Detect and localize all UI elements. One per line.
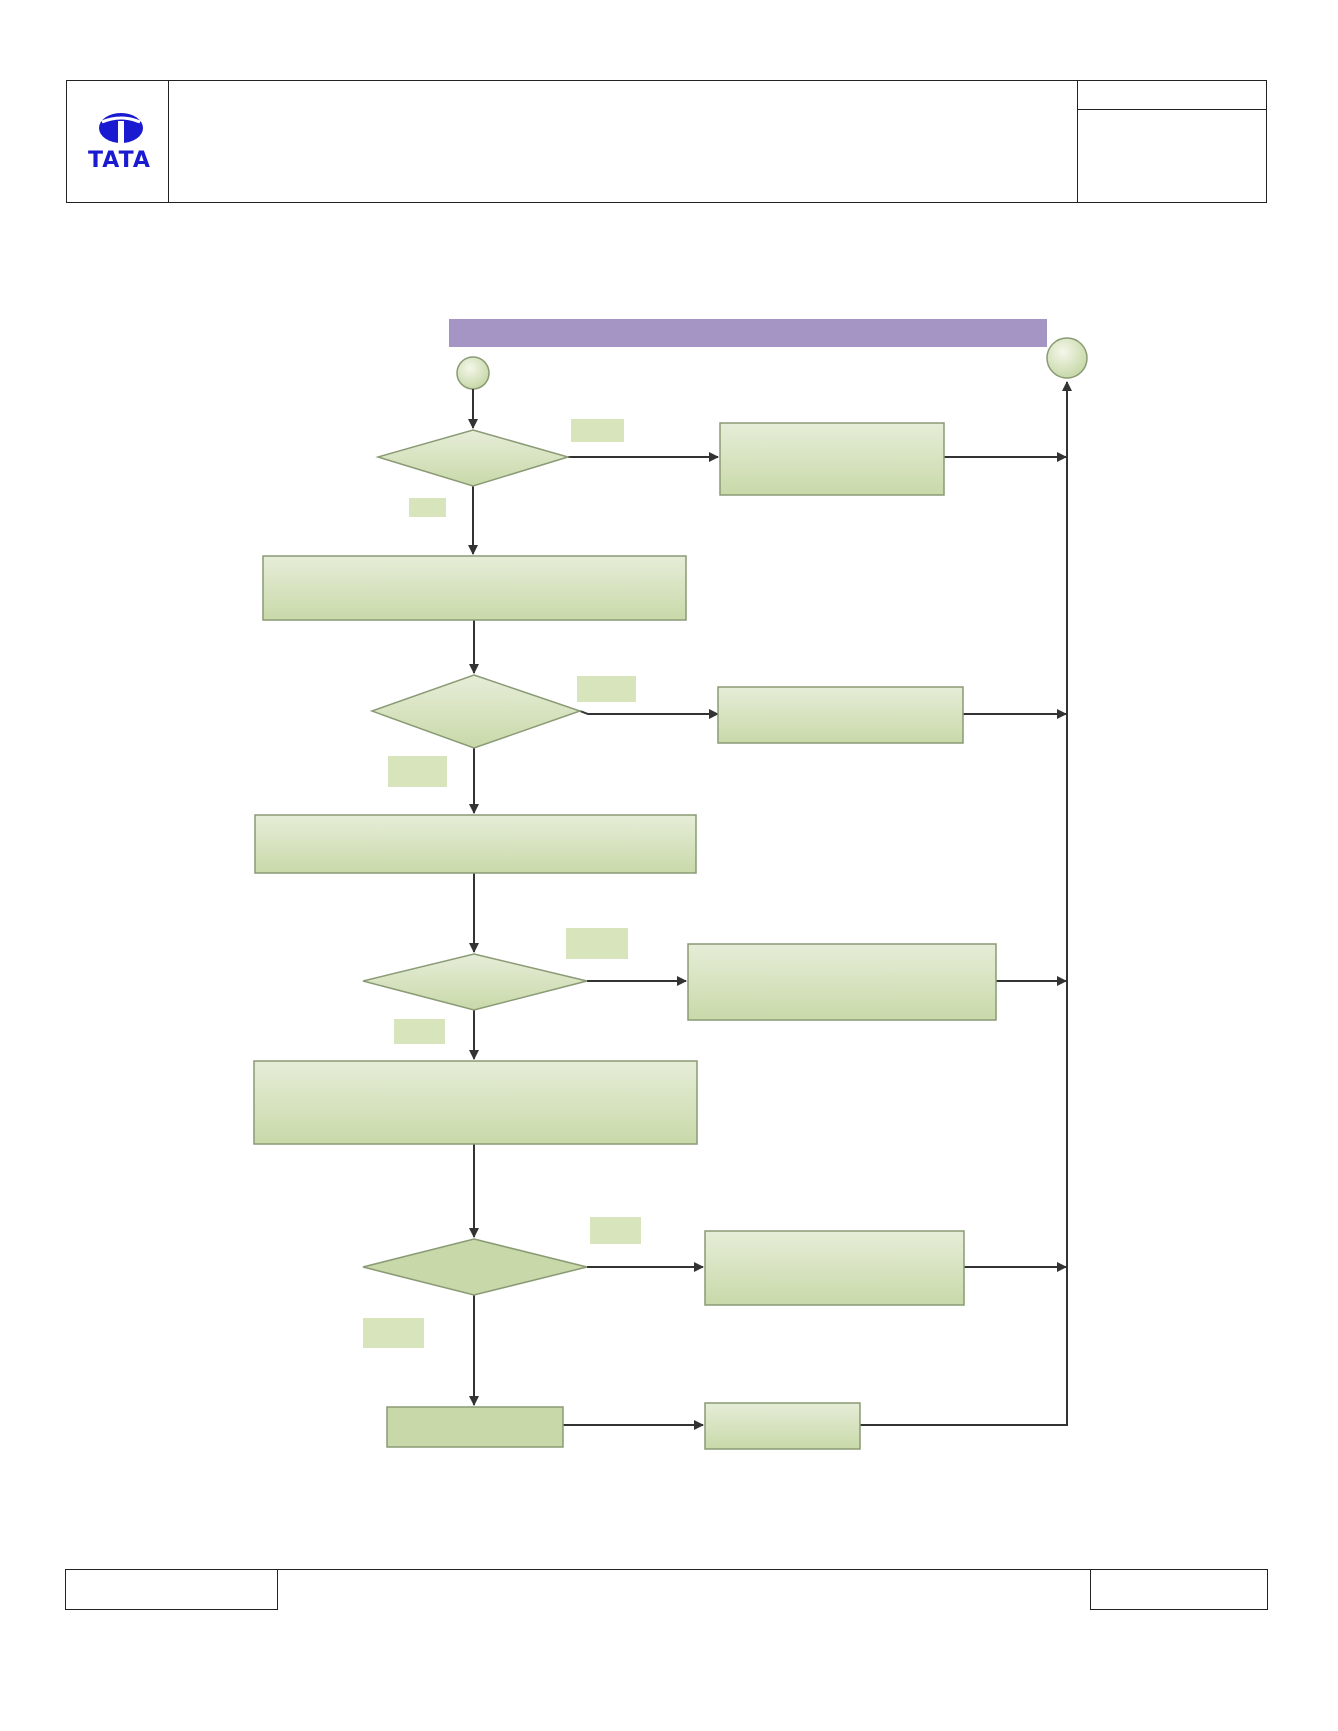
decision-2 <box>369 674 583 749</box>
side-action-5 <box>704 1402 861 1450</box>
process-step-1 <box>262 555 687 621</box>
decision-4 <box>362 1238 588 1296</box>
side-action-2 <box>717 686 964 744</box>
footer-left-cell <box>65 1569 278 1610</box>
branch-label-no-3 <box>394 1019 445 1044</box>
flowchart-title-banner <box>449 319 1047 347</box>
footer-center-rule <box>277 1569 1091 1570</box>
process-step-3 <box>253 1060 698 1145</box>
branch-label-yes-2 <box>577 676 636 702</box>
arrow-decision-2-to-action-2 <box>579 709 719 719</box>
branch-label-yes-1 <box>571 419 624 442</box>
branch-label-no-2 <box>388 756 447 787</box>
branch-label-no-1 <box>409 498 446 517</box>
decision-1 <box>375 429 571 487</box>
branch-label-no-4 <box>363 1318 424 1348</box>
header-revision-cell <box>1077 109 1267 203</box>
end-connector <box>1046 337 1088 379</box>
tata-logo-icon <box>99 113 143 145</box>
process-step-4 <box>386 1406 564 1448</box>
footer-right-cell <box>1090 1569 1268 1610</box>
side-action-1 <box>719 422 945 496</box>
side-action-4 <box>704 1230 965 1306</box>
return-line-to-end <box>860 381 1072 1426</box>
branch-label-yes-3 <box>566 928 628 959</box>
side-action-3 <box>687 943 997 1021</box>
process-step-2 <box>254 814 697 874</box>
decision-3 <box>362 953 588 1011</box>
start-connector <box>456 356 490 390</box>
tata-wordmark: TATA <box>88 148 151 173</box>
branch-label-yes-4 <box>590 1217 641 1244</box>
